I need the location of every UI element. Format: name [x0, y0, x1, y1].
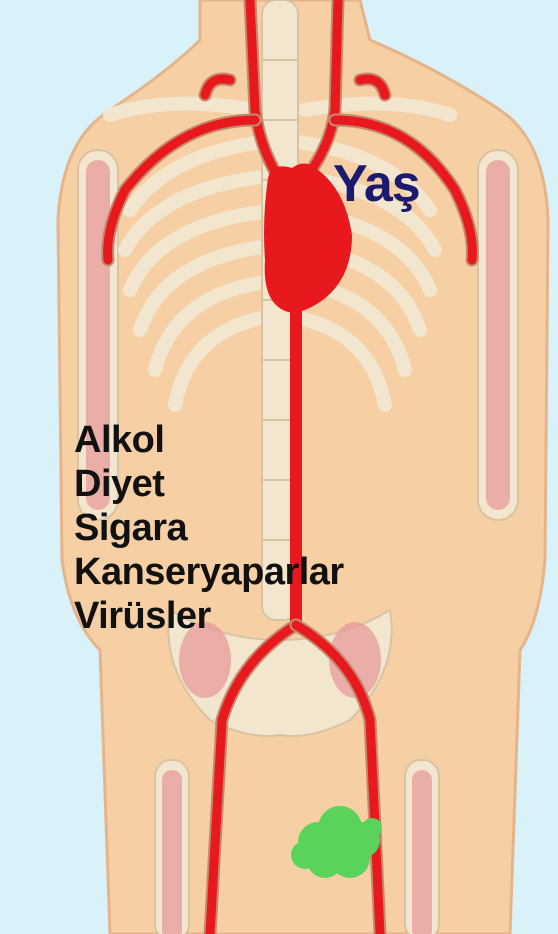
- risk-factor-item: Virüsler: [74, 594, 344, 638]
- right-leg-bone: [405, 760, 439, 934]
- risk-factor-list: Alkol Diyet Sigara Kanseryaparlar Virüsl…: [74, 418, 344, 638]
- risk-factor-item: Diyet: [74, 462, 344, 506]
- age-label: Yaş: [333, 158, 420, 210]
- risk-factor-item: Sigara: [74, 506, 344, 550]
- risk-factor-item: Alkol: [74, 418, 344, 462]
- left-leg-bone: [155, 760, 189, 934]
- risk-factor-item: Kanseryaparlar: [74, 550, 344, 594]
- right-arm-bone: [478, 150, 518, 520]
